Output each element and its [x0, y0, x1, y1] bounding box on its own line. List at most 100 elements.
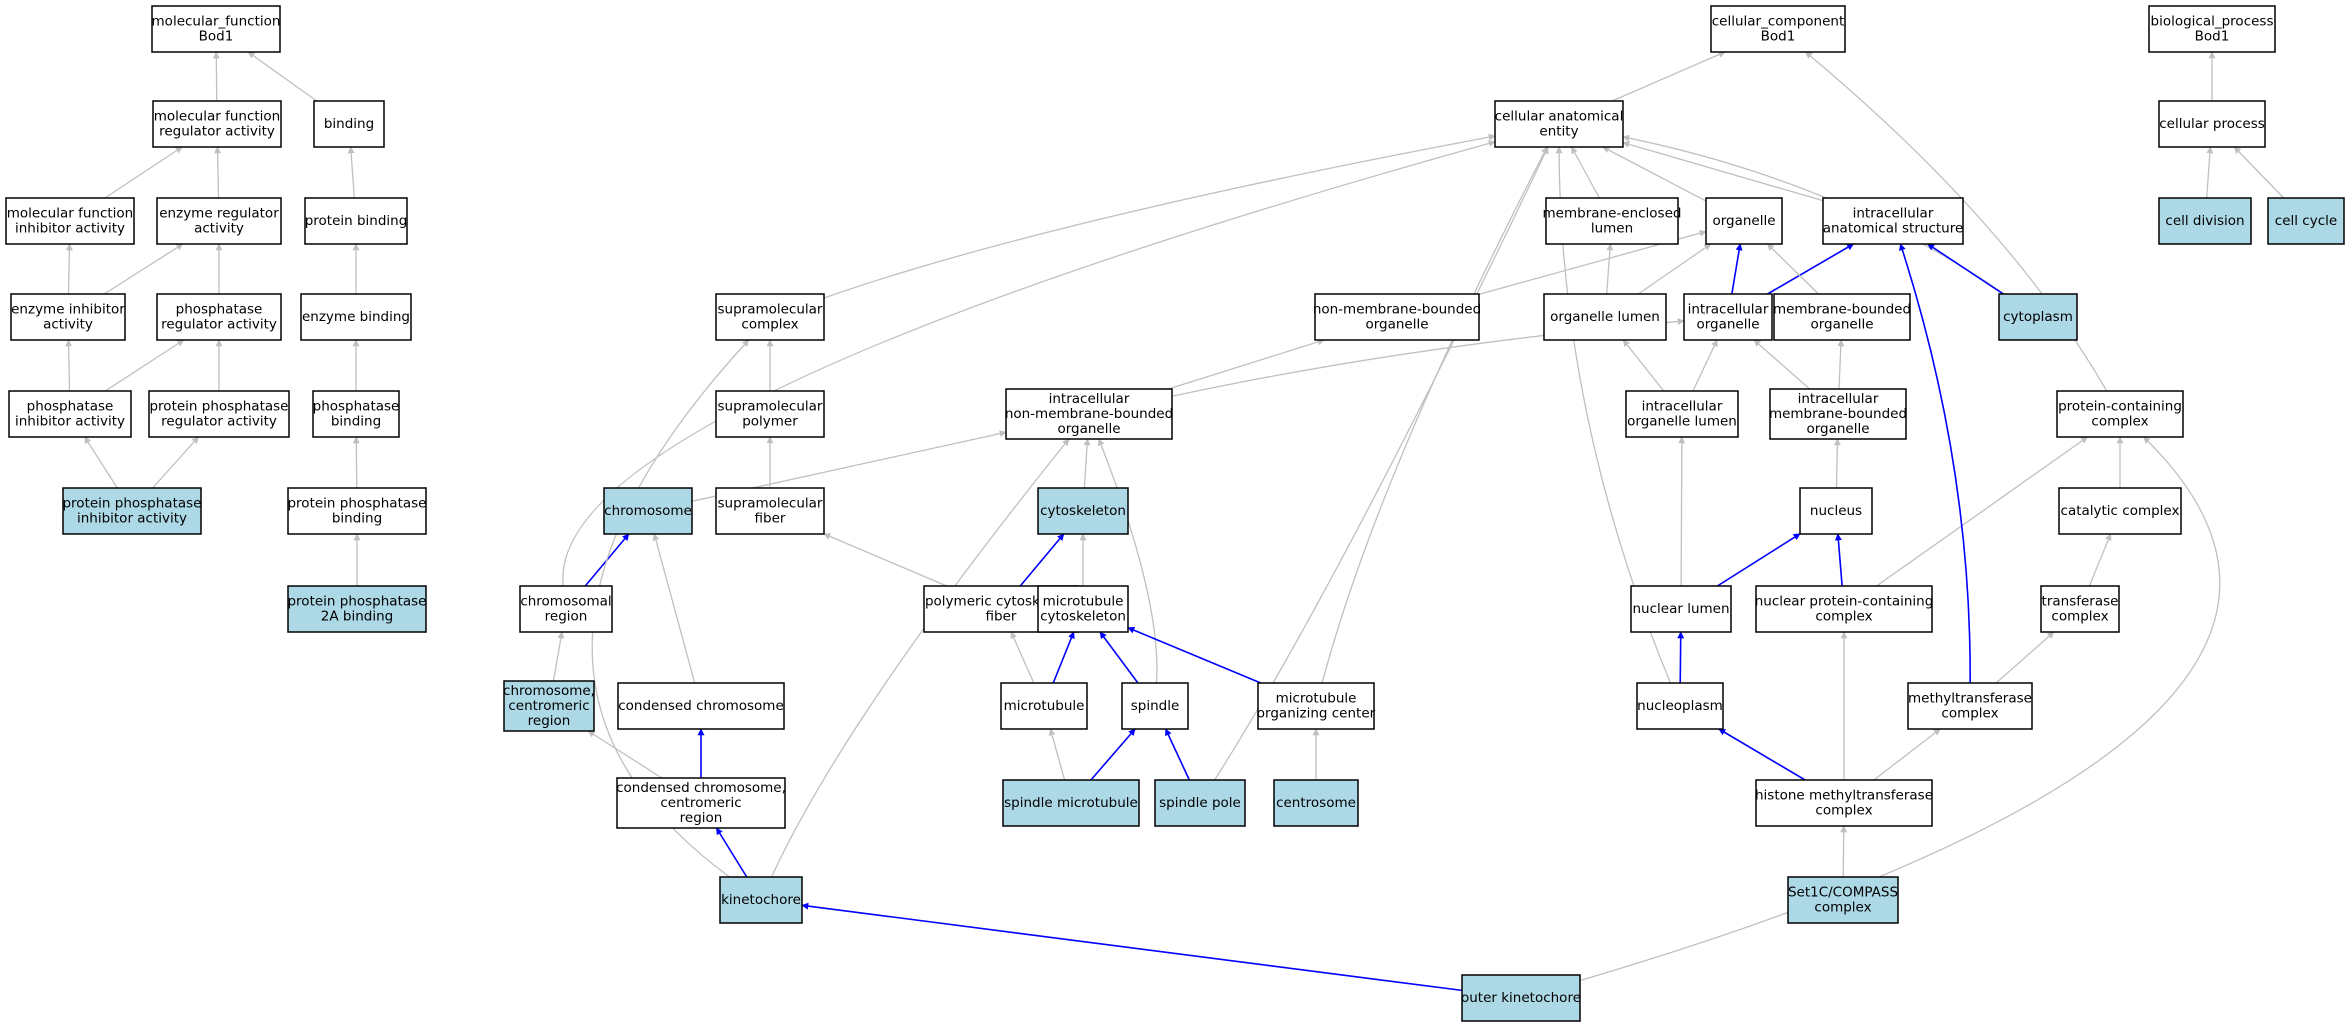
- edge-line: [1995, 631, 2055, 684]
- node-label-line: fiber: [755, 511, 786, 527]
- edge-line: [1611, 51, 1726, 102]
- node-label-line: organelle: [1365, 317, 1428, 333]
- edge-pp-inhib-to-phos-inhib: [84, 436, 118, 489]
- node-label-line: non-membrane-bounded: [1313, 302, 1481, 318]
- edge-mf-regulator-to-mf-root: [212, 51, 220, 102]
- edge-binding-to-mf-root: [247, 51, 318, 102]
- node-label-line: kinetochore: [721, 892, 801, 908]
- node-label-line: protein binding: [305, 213, 408, 229]
- node-box: [719, 876, 803, 924]
- node-box: [1545, 197, 1679, 245]
- node-chromosome: chromosome: [603, 487, 693, 535]
- node-label-line: complex: [1941, 706, 1998, 722]
- node-box: [1787, 876, 1899, 924]
- edge-line: [1767, 243, 1855, 295]
- node-box: [1636, 682, 1724, 730]
- edge-line: [1099, 631, 1139, 684]
- edge-spindle-mt-to-spindle: [1090, 728, 1136, 781]
- edge-intra-org-to-intra-anat: [1767, 243, 1855, 295]
- edge-condensed-to-chromosome: [652, 533, 696, 684]
- node-box: [1037, 585, 1129, 633]
- edge-poly-cyto-fiber-to-cytoskeleton: [1019, 533, 1065, 587]
- node-cytoskeleton: cytoskeleton: [1037, 487, 1129, 535]
- node-label-line: catalytic complex: [2061, 503, 2180, 519]
- node-box: [1710, 5, 1846, 53]
- node-box: [503, 680, 595, 732]
- node-box: [8, 390, 132, 438]
- node-spindle: spindle: [1121, 682, 1189, 730]
- edge-line: [352, 436, 360, 489]
- edge-line: [103, 243, 184, 295]
- node-box: [304, 197, 408, 245]
- node-label-line: cytoplasm: [2003, 309, 2073, 325]
- node-organelle: organelle: [1705, 197, 1783, 245]
- edges-layer: [65, 51, 2285, 992]
- edge-line: [1606, 243, 1614, 295]
- edge-intra-mem-org-to-intra-org: [1753, 339, 1811, 390]
- node-label-line: protein-containing: [2058, 399, 2182, 415]
- edge-line: [1214, 146, 1549, 781]
- edge-line: [65, 339, 73, 392]
- edge-nucleoplasm-to-nuclear-lumen: [1677, 631, 1685, 684]
- nodes-layer: molecular_functionBod1cellular_component…: [5, 5, 2345, 1022]
- edge-nuc-prot-complex-to-nucleus: [1834, 533, 1843, 587]
- edge-line: [1622, 140, 1824, 202]
- edge-line: [1637, 243, 1712, 295]
- edge-line: [823, 533, 948, 587]
- edge-line: [1164, 728, 1191, 781]
- edge-line: [823, 133, 1496, 299]
- node-box: [1005, 388, 1173, 440]
- node-label-line: region: [528, 713, 571, 729]
- node-cell-division: cell division: [2158, 197, 2252, 245]
- edge-line: [1570, 146, 1601, 199]
- node-box: [287, 585, 427, 633]
- edge-line: [1718, 728, 1806, 781]
- node-label-line: cellular anatomical: [1495, 109, 1624, 125]
- node-box: [1755, 779, 1933, 827]
- node-box: [1799, 487, 1873, 535]
- edge-methyltransferase-to-transferase: [1995, 631, 2055, 684]
- edge-line: [152, 436, 199, 489]
- edge-pp-inhib-to-pp-reg: [152, 436, 199, 489]
- edge-line: [212, 51, 220, 102]
- node-intra-non-mem: intracellularnon-membrane-boundedorganel…: [1005, 388, 1173, 440]
- node-label-line: nucleus: [1810, 503, 1862, 519]
- edge-phos-inhib-to-enz-inhib: [65, 339, 73, 392]
- node-label-line: intracellular: [1853, 206, 1934, 222]
- node-label-line: phosphatase: [27, 399, 114, 415]
- node-label-line: transferase: [2042, 594, 2119, 610]
- edge-line: [1716, 533, 1801, 587]
- edge-line: [1692, 339, 1718, 392]
- edge-org-lumen-to-mem-encl-lumen: [1606, 243, 1614, 295]
- node-label-line: inhibitor activity: [15, 221, 125, 237]
- node-condensed: condensed chromosome: [617, 682, 785, 730]
- edge-set1c-to-histone-mt: [1840, 825, 1848, 878]
- edge-line: [1321, 146, 1548, 684]
- node-box: [1154, 779, 1246, 827]
- node-label-line: complex: [1815, 609, 1872, 625]
- node-label-line: chromosomal: [520, 594, 611, 610]
- node-label-line: centromeric: [508, 698, 589, 714]
- node-label-line: nucleoplasm: [1637, 698, 1723, 714]
- edge-line: [104, 339, 185, 392]
- node-box: [715, 390, 825, 438]
- node-label-line: molecular_function: [152, 14, 281, 30]
- edge-line: [1677, 631, 1685, 684]
- edge-line: [1090, 728, 1136, 781]
- node-label-line: intracellular: [1688, 302, 1769, 318]
- node-label-line: complex: [2091, 414, 2148, 430]
- node-label-line: microtubule: [1004, 698, 1085, 714]
- node-box: [1314, 293, 1480, 341]
